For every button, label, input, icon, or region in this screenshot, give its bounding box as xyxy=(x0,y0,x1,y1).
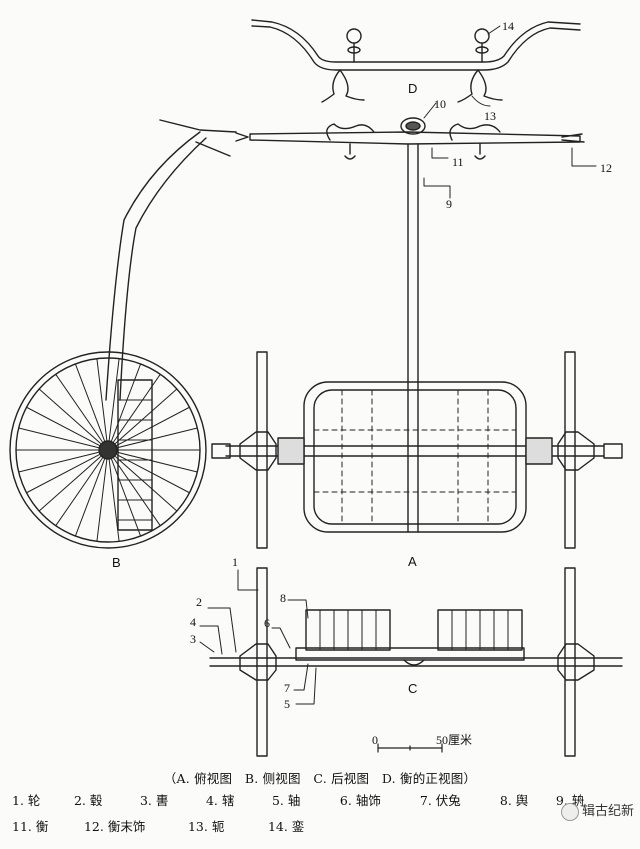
legend-row-2: 11. 衡 12. 衡末饰 13. 轭 14. 銮 xyxy=(12,816,338,835)
watermark-text: 辑古纪新 xyxy=(581,804,634,819)
wheel-spoke xyxy=(96,459,108,542)
bell-left xyxy=(346,28,362,63)
legend-row-1: 1. 轮 2. 毂 3. 軎 4. 辖 5. 轴 6. 轴饰 7. 伏兔 8. … xyxy=(12,790,596,809)
bell-right xyxy=(474,28,490,63)
view-label-b: B xyxy=(112,555,121,570)
figure-caption: （A. 俯视图 B. 侧视图 C. 后视图 D. 衡的正视图） xyxy=(163,771,477,786)
callout-7: 7 xyxy=(284,681,290,695)
legend-item: 11. 衡 xyxy=(12,819,49,834)
wheel-spoke xyxy=(117,427,198,449)
legend-item: 8. 舆 xyxy=(499,793,529,808)
wheel-spoke xyxy=(111,363,142,442)
view-label-c: C xyxy=(408,681,417,696)
callout-9: 9 xyxy=(446,197,452,211)
wheel-spoke xyxy=(55,373,103,443)
wheel-spoke xyxy=(26,454,100,494)
yoke-front-view xyxy=(251,19,581,103)
wheel-spoke xyxy=(117,451,198,473)
wheel-spoke xyxy=(26,406,100,446)
wheel-spoke xyxy=(111,458,142,537)
callout-11: 11 xyxy=(452,155,464,169)
callout-4: 4 xyxy=(190,615,196,629)
watermark: 辑古纪新 xyxy=(560,800,634,821)
wheel-spoke xyxy=(116,454,190,494)
side-wheel-spokes xyxy=(15,358,201,542)
wheel-spoke xyxy=(38,456,102,512)
wheel-spoke xyxy=(114,388,178,444)
legend-item: 4. 辖 xyxy=(205,793,235,808)
wheel-spoke xyxy=(114,456,178,512)
wheel-spoke xyxy=(74,458,105,537)
scale-label: 50厘米 xyxy=(436,733,472,747)
legend-item: 12. 衡末饰 xyxy=(83,819,146,834)
wheel-spoke xyxy=(108,358,120,441)
wheel-spoke xyxy=(74,363,105,442)
scale-zero: 0 xyxy=(372,733,378,747)
leader-lines xyxy=(199,25,597,705)
wheel-spoke xyxy=(18,427,99,449)
legend-item: 14. 銮 xyxy=(267,819,305,834)
scale-bar xyxy=(377,743,443,753)
callout-13: 13 xyxy=(484,109,496,123)
callout-3: 3 xyxy=(190,632,196,646)
view-label-d: D xyxy=(408,81,417,96)
callout-14: 14 xyxy=(502,19,514,33)
legend-item: 5. 轴 xyxy=(271,793,301,808)
wheel-spoke xyxy=(18,451,99,473)
callout-5: 5 xyxy=(284,697,290,711)
legend-item: 1. 轮 xyxy=(12,793,41,808)
callout-1: 1 xyxy=(232,555,238,569)
legend-item: 3. 軎 xyxy=(139,793,169,808)
wheel-spoke xyxy=(116,406,190,446)
wheel-spoke xyxy=(113,457,161,527)
legend-item: 6. 轴饰 xyxy=(339,793,381,808)
callout-10: 10 xyxy=(434,97,446,111)
wheel-spoke xyxy=(96,358,108,441)
legend-item: 9. 辀 xyxy=(555,793,585,808)
wechat-icon xyxy=(560,802,579,821)
legend-item: 13. 轭 xyxy=(187,819,225,834)
legend-item: 2. 毂 xyxy=(73,793,103,808)
callout-6: 6 xyxy=(264,616,270,630)
view-label-a: A xyxy=(408,554,417,569)
callout-2: 2 xyxy=(196,595,202,609)
top-view xyxy=(211,117,623,549)
rear-view xyxy=(209,567,623,757)
side-view xyxy=(9,119,237,549)
callout-8: 8 xyxy=(280,591,286,605)
legend-item: 7. 伏兔 xyxy=(419,793,461,808)
callout-12: 12 xyxy=(600,161,612,175)
wheel-spoke xyxy=(38,388,102,444)
wheel-spoke xyxy=(55,457,103,527)
